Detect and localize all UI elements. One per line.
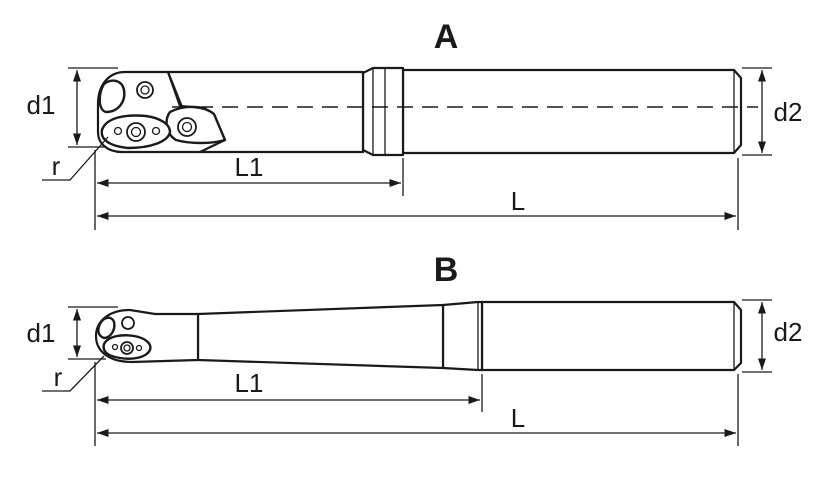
figure-a-bottom-pin-left bbox=[113, 126, 123, 136]
figure-b-bottom-screw-hole bbox=[120, 341, 134, 355]
figure-b-L-label: L bbox=[511, 403, 525, 433]
figure-b-d1-label: d1 bbox=[27, 318, 56, 348]
figure-b-title: B bbox=[434, 251, 459, 289]
figure-a-r-label: r bbox=[52, 151, 61, 181]
figure-a-L-label: L bbox=[511, 186, 525, 216]
figure-b-bottom-insert bbox=[102, 334, 152, 360]
figure-a-title: A bbox=[434, 18, 459, 56]
figure-a-top-screw-hole bbox=[136, 81, 154, 99]
figure-a-bottom-screw-hole bbox=[126, 122, 146, 142]
figure-b: B d1 d2 r L1 bbox=[27, 251, 803, 446]
figure-b-top-screw-hole bbox=[121, 316, 135, 330]
figure-a-shank bbox=[401, 68, 743, 155]
figure-b-bottom-pin-right bbox=[135, 344, 143, 352]
figure-b-L1-label: L1 bbox=[235, 368, 264, 398]
figure-a-neck-step bbox=[361, 66, 405, 157]
figure-b-r-label: r bbox=[54, 362, 63, 392]
figure-a-d1-label: d1 bbox=[27, 90, 56, 120]
figure-b-top-insert bbox=[97, 316, 116, 340]
figure-a-top-screw-inner bbox=[140, 85, 150, 95]
figure-b-bottom-pin-left bbox=[111, 343, 119, 351]
figure-b-bottom-screw-inner bbox=[123, 344, 131, 352]
figure-b-shank bbox=[480, 300, 743, 372]
figure-a-bottom-insert bbox=[100, 114, 172, 150]
figure-b-d2-label: d2 bbox=[774, 317, 803, 347]
figure-a-side-screw-inner bbox=[181, 121, 193, 133]
figure-a-side-screw-hole bbox=[177, 117, 197, 137]
figure-b-tapered-neck bbox=[196, 303, 445, 370]
figure-a-bottom-screw-inner bbox=[130, 126, 142, 138]
figure-b-r-leader bbox=[42, 355, 105, 392]
figure-a: A d1 d2 bbox=[27, 18, 803, 230]
figure-b-collar bbox=[441, 300, 484, 372]
figure-a-L1-label: L1 bbox=[235, 152, 264, 182]
figure-a-d2-label: d2 bbox=[774, 97, 803, 127]
figure-a-bottom-pin-right bbox=[151, 126, 161, 136]
figure-a-top-insert bbox=[98, 79, 126, 114]
